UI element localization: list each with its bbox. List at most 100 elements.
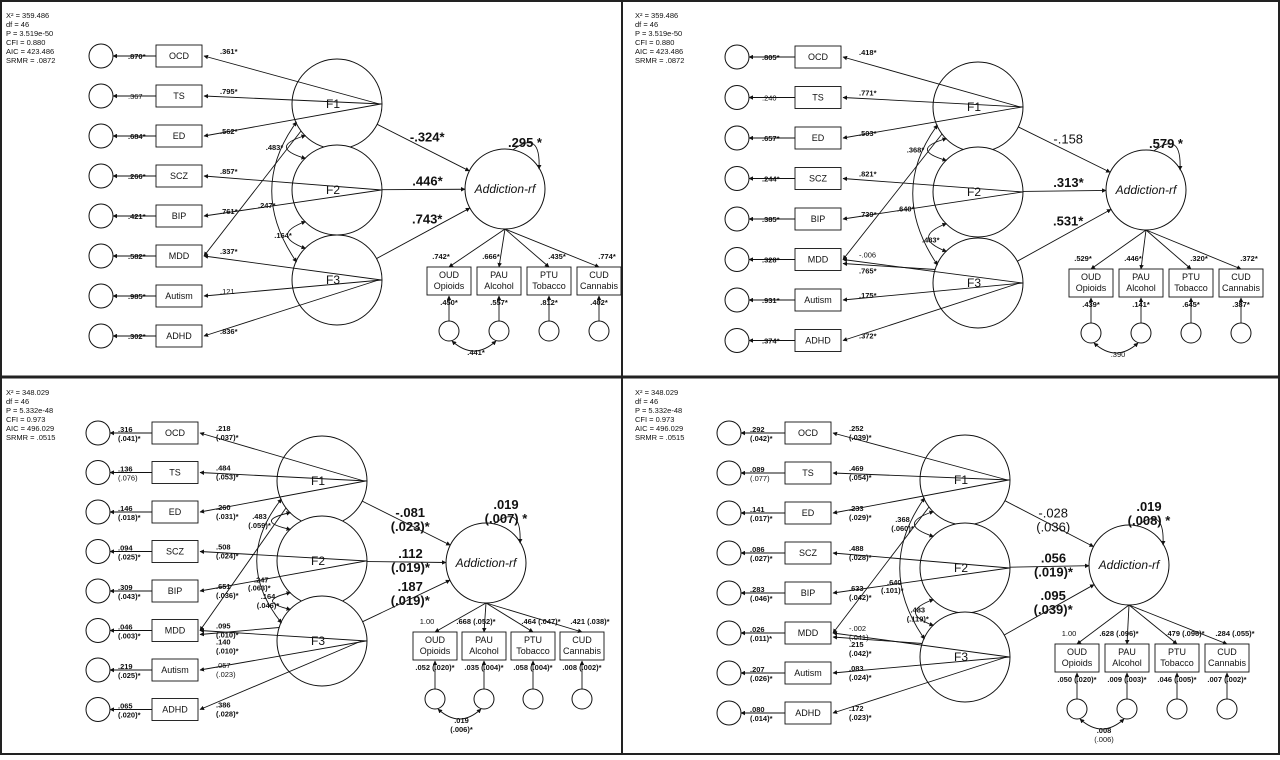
indicator-label: ADHD bbox=[795, 708, 821, 718]
substance-loading-value: .446* bbox=[1124, 254, 1142, 263]
loading-se: (.029)* bbox=[849, 513, 872, 522]
structural-path-se: (.019)* bbox=[391, 560, 431, 575]
substance-code: PAU bbox=[490, 270, 508, 280]
factor-correlation-value: .368 bbox=[895, 515, 910, 524]
substance-loading-value: .668 (.052)* bbox=[456, 617, 495, 626]
loading-se: (.037)* bbox=[216, 433, 239, 442]
loading-se: (.024)* bbox=[216, 552, 239, 561]
residual-circle bbox=[717, 661, 741, 685]
outcome-residual-value: .579 * bbox=[1149, 136, 1184, 151]
indicator-label: ED bbox=[173, 131, 186, 141]
substance-code: PAU bbox=[1118, 647, 1136, 657]
substance-loading-arrow bbox=[1077, 605, 1129, 644]
residual-value: .931* bbox=[762, 296, 780, 305]
outcome-residual-value: .019 bbox=[493, 497, 518, 512]
residual-value: .421* bbox=[128, 212, 146, 221]
substance-name: Alcohol bbox=[484, 281, 514, 291]
residual-value: .657* bbox=[762, 134, 780, 143]
residual-value: .146 bbox=[118, 504, 133, 513]
fit-stat-line: SRMR = .0872 bbox=[6, 56, 55, 65]
substance-loading-value: .372* bbox=[1240, 254, 1258, 263]
residual-circle bbox=[725, 126, 749, 150]
factor-label-3: F3 bbox=[311, 634, 325, 648]
cross-loading-value: .215 bbox=[849, 640, 864, 649]
cross-loading-arrow bbox=[843, 264, 935, 270]
residual-value: .080 bbox=[750, 705, 765, 714]
loading-value: .172 bbox=[849, 704, 864, 713]
fit-stat-line: AIC = 496.029 bbox=[635, 424, 683, 433]
substance-residual-value: .009 (.003)* bbox=[1107, 675, 1146, 684]
substance-code: CUD bbox=[572, 635, 592, 645]
residual-circle bbox=[725, 86, 749, 110]
indicator-label: OCD bbox=[165, 428, 186, 438]
substance-loading-arrow bbox=[505, 229, 599, 267]
loading-value: .252 bbox=[849, 424, 864, 433]
structural-path-value: .743* bbox=[412, 211, 443, 226]
substance-name: Cannabis bbox=[1222, 283, 1261, 293]
substance-residual-circle bbox=[523, 689, 543, 709]
factor-label-2: F2 bbox=[311, 554, 325, 568]
fit-stat-line: AIC = 496.029 bbox=[6, 424, 54, 433]
substance-residual-correlation-value: .008 bbox=[1097, 726, 1112, 735]
fit-stat-line: CFI = 0.880 bbox=[6, 38, 45, 47]
fit-stat-line: df = 46 bbox=[635, 397, 658, 406]
loading-value: .795* bbox=[220, 87, 238, 96]
loading-value: .057 bbox=[216, 661, 231, 670]
substance-code: PAU bbox=[1132, 272, 1150, 282]
residual-circle bbox=[86, 500, 110, 524]
fit-stat-line: AIC = 423.486 bbox=[6, 47, 54, 56]
indicator-label: ADHD bbox=[166, 331, 192, 341]
residual-circle bbox=[86, 658, 110, 682]
factor-correlation-value: .483 bbox=[252, 512, 267, 521]
factor-label-1: F1 bbox=[311, 474, 325, 488]
residual-circle bbox=[717, 461, 741, 485]
indicator-label: OCD bbox=[808, 52, 829, 62]
indicator-label: ED bbox=[802, 508, 815, 518]
substance-residual-value: .058 (.004)* bbox=[513, 663, 552, 672]
indicator-label: Autism bbox=[161, 665, 189, 675]
loading-value: .083 bbox=[849, 664, 864, 673]
residual-value: .316 bbox=[118, 425, 133, 434]
cross-loadings: .640*.765* bbox=[843, 134, 942, 276]
residual-se: (.043)* bbox=[118, 592, 141, 601]
substance-code: OUD bbox=[1067, 647, 1088, 657]
substance-residual-value: .141* bbox=[1132, 300, 1150, 309]
indicator-label: BIP bbox=[811, 214, 826, 224]
structural-path-value: .095 bbox=[1041, 588, 1066, 603]
residual-circle bbox=[725, 207, 749, 231]
substance-residual-circle bbox=[539, 321, 559, 341]
addiction-rf-label: Addiction-rf bbox=[1098, 558, 1161, 572]
substance-name: Cannabis bbox=[563, 646, 602, 656]
substance-loading-value: .742* bbox=[432, 252, 450, 261]
factor-correlation-value: .164 bbox=[261, 592, 276, 601]
substance-loading-value: .666* bbox=[482, 252, 500, 261]
substance-loading-arrow bbox=[499, 229, 505, 267]
residual-se: (.025)* bbox=[118, 671, 141, 680]
residual-circle bbox=[717, 421, 741, 445]
indicator-label: ED bbox=[812, 133, 825, 143]
substance-code: PTU bbox=[1182, 272, 1200, 282]
residual-value: .374* bbox=[762, 337, 780, 346]
indicator-label: TS bbox=[169, 468, 181, 478]
residual-value: .136 bbox=[118, 465, 133, 474]
indicator-label: BIP bbox=[172, 211, 187, 221]
residual-circle bbox=[717, 541, 741, 565]
substance-residual-value: .557* bbox=[490, 298, 508, 307]
residual-value: .026 bbox=[750, 625, 765, 634]
fit-stat-line: P = 3.519e-50 bbox=[6, 29, 53, 38]
substance-residual-value: .046 (.005)* bbox=[1157, 675, 1196, 684]
substance-code: CUD bbox=[1217, 647, 1237, 657]
structural-path-value: -.028 bbox=[1038, 506, 1068, 521]
substance-residual-circle bbox=[1131, 323, 1151, 343]
structural-path-value: .446* bbox=[412, 173, 443, 188]
residual-circle bbox=[86, 698, 110, 722]
residual-circle bbox=[86, 461, 110, 485]
factor-correlation-se: (.119)* bbox=[907, 615, 929, 624]
loading-value: .503* bbox=[859, 129, 877, 138]
structural-path-f2 bbox=[1023, 190, 1106, 191]
factor-label-1: F1 bbox=[967, 100, 981, 114]
substance-code: CUD bbox=[1231, 272, 1251, 282]
